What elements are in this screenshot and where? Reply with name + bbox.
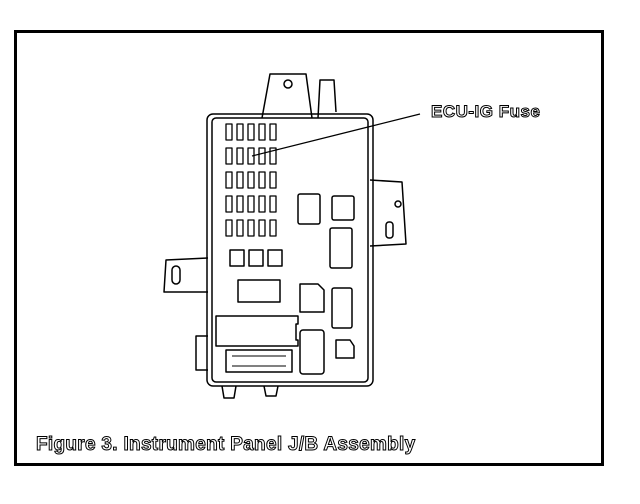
small-socket (229, 249, 245, 267)
fuse (258, 195, 266, 213)
fuse-row-5 (225, 219, 277, 237)
bottom-clip-right (263, 385, 279, 397)
fuse-row-2 (225, 147, 277, 165)
ecu-ig-fuse-label: ECU-IG Fuse (430, 102, 541, 122)
connector-detail (232, 355, 286, 367)
junction-block-inner-rim (211, 117, 369, 383)
tall-socket (299, 329, 325, 375)
connector-socket (299, 283, 325, 313)
fuse (258, 219, 266, 237)
fuse (236, 195, 244, 213)
wide-connector (237, 279, 281, 303)
relay-socket (331, 287, 353, 329)
left-tab-slot (171, 265, 181, 285)
fuse (225, 123, 233, 141)
bottom-clip-left (221, 385, 237, 399)
fuse (269, 123, 277, 141)
top-tab-hole (283, 79, 293, 89)
fuse (258, 123, 266, 141)
fuse (225, 195, 233, 213)
figure-frame (14, 30, 604, 466)
fuse-row-3 (225, 171, 277, 189)
fuse (269, 171, 277, 189)
relay-socket (331, 195, 355, 221)
figure-caption: Figure 3. Instrument Panel J/B Assembly (36, 434, 416, 456)
fuse (236, 219, 244, 237)
right-tab-slot (385, 221, 394, 239)
relay-socket (297, 193, 321, 225)
small-socket (267, 249, 283, 267)
fuse (236, 123, 244, 141)
fuse (247, 171, 255, 189)
fuse-grid (225, 123, 277, 237)
fuse-row-1 (225, 123, 277, 141)
fuse (247, 195, 255, 213)
right-tab-hole (394, 200, 402, 208)
fuse (236, 171, 244, 189)
junction-block-body (206, 113, 374, 387)
fuse (258, 171, 266, 189)
small-connector (335, 339, 355, 359)
fuse (269, 219, 277, 237)
lower-connector-lower (225, 349, 293, 373)
fuse (236, 147, 244, 165)
top-mounting-tab (261, 73, 313, 119)
callout-leader-line (251, 113, 421, 157)
fuse (269, 195, 277, 213)
fuse-row-4 (225, 195, 277, 213)
fuse (225, 219, 233, 237)
lower-connector-upper (215, 315, 299, 347)
left-mounting-tab (163, 257, 209, 293)
left-lower-bracket (195, 335, 208, 371)
relay-socket (329, 227, 353, 269)
fuse (258, 147, 266, 165)
fuse (247, 123, 255, 141)
fuse (269, 147, 277, 165)
fuse (225, 171, 233, 189)
right-mounting-tab (369, 179, 407, 247)
fuse (225, 147, 233, 165)
small-socket (248, 249, 264, 267)
top-post (317, 79, 337, 119)
fuse (247, 219, 255, 237)
